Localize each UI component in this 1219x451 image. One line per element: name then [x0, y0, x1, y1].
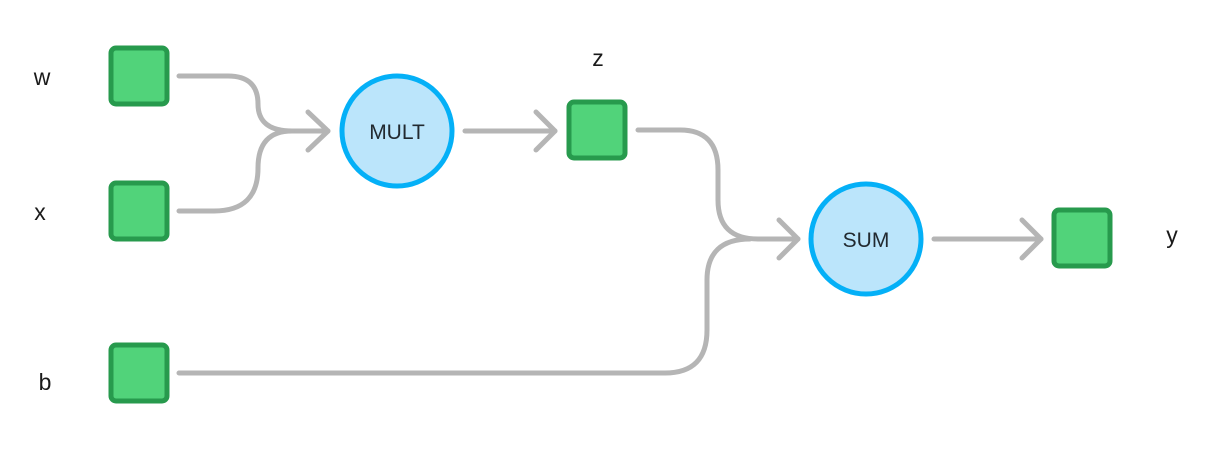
node-x[interactable] [108, 180, 170, 242]
node-w[interactable] [108, 45, 170, 107]
edge-z-to-sum [635, 127, 801, 242]
node-mult[interactable] [339, 73, 455, 189]
arrowhead-z [533, 109, 558, 153]
edge-b-to-sum [176, 236, 753, 376]
label-y: y [1166, 222, 1178, 248]
arrowhead-mult [305, 109, 331, 153]
label-b: b [39, 369, 52, 395]
node-b[interactable] [108, 342, 170, 404]
label-z: z [592, 45, 604, 71]
edge-x-to-mult [176, 128, 295, 214]
sum-label: SUM [843, 229, 890, 252]
node-sum[interactable] [808, 181, 924, 297]
edge-w-to-mult [176, 73, 331, 134]
node-z[interactable] [566, 99, 628, 161]
mult-label: MULT [369, 121, 425, 144]
label-x: x [34, 199, 46, 225]
node-y[interactable] [1051, 207, 1113, 269]
label-w: w [33, 64, 51, 90]
arrowhead-sum [776, 217, 801, 261]
arrowhead-y [1019, 217, 1044, 261]
